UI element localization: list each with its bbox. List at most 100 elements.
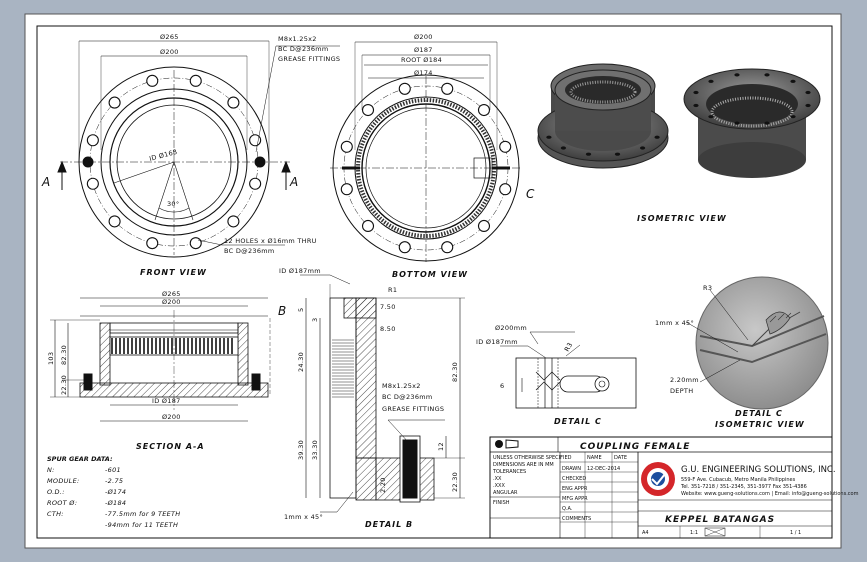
gear-data-label: N: [47, 466, 55, 474]
svg-text:.XX: .XX [493, 476, 502, 482]
grease-callout-line-2: BC D@236mm [278, 45, 329, 53]
section-dim-200-bottom: Ø200 [162, 413, 181, 421]
section-dim-103: 103 [47, 352, 55, 365]
bottom-view-dim-root: ROOT Ø184 [401, 56, 442, 64]
detail-c-r3: R3 [563, 341, 575, 353]
detail-b-5: 5 [297, 308, 305, 312]
grease-callout-line-3: GREASE FITTINGS [278, 55, 340, 63]
bolt-hole [398, 241, 411, 254]
detail-b-850: 8.50 [380, 325, 396, 333]
detail-c [500, 331, 637, 409]
section-dim-200: Ø200 [162, 298, 181, 306]
gear-data-table: N: -601 MODULE: -2.75 O.D.: -Ø174 ROOT Ø… [47, 466, 181, 529]
detail-b-chamfer: 1mm x 45° [284, 513, 323, 521]
gear-data-value: -601 [105, 466, 121, 474]
bolt-hole [764, 73, 770, 77]
section-dim-8230: 82.30 [60, 345, 68, 365]
detail-c-title: DETAIL C [554, 417, 602, 426]
company-logo-icon [641, 462, 675, 496]
detail-b [300, 274, 465, 513]
detail-b-callout-3: GREASE FITTINGS [382, 405, 444, 413]
bolt-hole [708, 79, 714, 83]
title-block-drawing-title: COUPLING FEMALE [580, 442, 690, 452]
gear-data-value: -Ø184 [105, 499, 126, 507]
detail-b-teeth [332, 339, 354, 398]
isometric-render-left [537, 63, 669, 169]
gear-data-heading: SPUR GEAR DATA: [47, 455, 113, 463]
isometric-render-right [683, 68, 821, 178]
detail-c-iso-title-2: ISOMETRIC VIEW [715, 420, 805, 429]
bolt-hole [398, 82, 411, 95]
bolt-hole [477, 103, 491, 117]
detail-c-isometric [685, 276, 829, 410]
gear-data-label: CTH: [47, 510, 64, 518]
detail-b-mark: B [278, 304, 286, 318]
bolt-hole [639, 146, 646, 150]
detail-b-3930: 39.30 [297, 440, 305, 460]
client-name: KEPPEL BATANGAS [665, 515, 775, 525]
svg-text:UNLESS OTHERWISE SPECIFIED: UNLESS OTHERWISE SPECIFIED [493, 455, 572, 461]
bolt-hole [146, 74, 159, 87]
svg-text:COMMENTS: COMMENTS [562, 516, 591, 522]
front-view-dim-200: Ø200 [160, 48, 179, 56]
bolt-hole [361, 219, 375, 233]
bolt-hole [441, 241, 454, 254]
detail-c-iso-chamfer: 1mm x 45° [655, 319, 694, 327]
bolt-hole [805, 103, 811, 108]
svg-text:ANGULAR: ANGULAR [493, 490, 518, 496]
title-block-size: A4 [642, 530, 649, 536]
detail-b-title: DETAIL B [365, 520, 413, 529]
bolt-hole-pattern [86, 74, 262, 250]
detail-c-dim-id: ID Ø187mm [476, 338, 518, 346]
holes-callout-line-2: BC D@236mm [224, 247, 275, 255]
bolt-hole [227, 215, 240, 228]
title-block [489, 436, 833, 539]
section-a-a-title: SECTION A-A [136, 442, 205, 451]
bolt-hole [790, 115, 796, 119]
bolt-hole [764, 121, 770, 125]
isometric-bolt-holes [546, 73, 811, 156]
bolt-hole [340, 140, 353, 153]
bolt-hole [477, 219, 491, 233]
detail-b-3: 3 [311, 318, 319, 322]
svg-text:CHECKED: CHECKED [562, 476, 586, 482]
bottom-view-dim-187: Ø187 [414, 46, 433, 54]
svg-text:DATE: DATE [614, 455, 627, 461]
front-view-dim-265: Ø265 [160, 33, 179, 41]
gear-data-label: MODULE: [47, 477, 80, 485]
gear-teeth [111, 338, 233, 354]
detail-b-2430: 24.30 [297, 352, 305, 372]
detail-b-2230: 22.30 [451, 472, 459, 492]
section-dim-265: Ø265 [162, 290, 181, 298]
bolt-hole [499, 140, 512, 153]
detail-b-id: ID Ø187mm [279, 267, 321, 275]
drawing-border [36, 25, 833, 539]
front-view-title: FRONT VIEW [140, 268, 207, 277]
section-mark-left: A [41, 175, 50, 189]
company-address: 559-F Ave. Cubacub, Metro Manila Philipp… [681, 477, 796, 483]
gear-data-value: -2.75 [105, 477, 123, 485]
gear-data-label: O.D.: [47, 488, 65, 496]
projection-symbol-icon [495, 439, 519, 449]
detail-b-3330: 33.30 [311, 440, 319, 460]
isometric-view-title: ISOMETRIC VIEW [637, 214, 727, 223]
svg-text:MFG APPR: MFG APPR [562, 496, 588, 502]
holes-callout-line-1: 12 HOLES x Ø16mm THRU [224, 237, 317, 245]
detail-b-callout-1: M8x1.25x2 [382, 382, 421, 390]
bolt-hole [654, 135, 660, 139]
detail-c-6: 6 [500, 382, 504, 390]
bottom-view-dim-174: Ø174 [414, 69, 433, 77]
bolt-hole [734, 73, 740, 77]
bottom-view [330, 41, 522, 262]
bolt-hole [86, 177, 99, 190]
bolt-hole [560, 146, 567, 150]
bottom-view-dim-200: Ø200 [414, 33, 433, 41]
bolt-hole [108, 215, 121, 228]
bolt-hole [249, 177, 262, 190]
svg-text:DIMENSIONS ARE IN MM: DIMENSIONS ARE IN MM [493, 462, 554, 468]
gear-data-value: -77.5mm for 9 TEETH [105, 510, 181, 518]
gear-data-label: ROOT Ø: [47, 499, 77, 507]
title-block-date: 12-DEC-2014 [587, 466, 620, 472]
bolt-hole [805, 90, 811, 95]
detail-b-callout-2: BC D@236mm [382, 393, 433, 401]
